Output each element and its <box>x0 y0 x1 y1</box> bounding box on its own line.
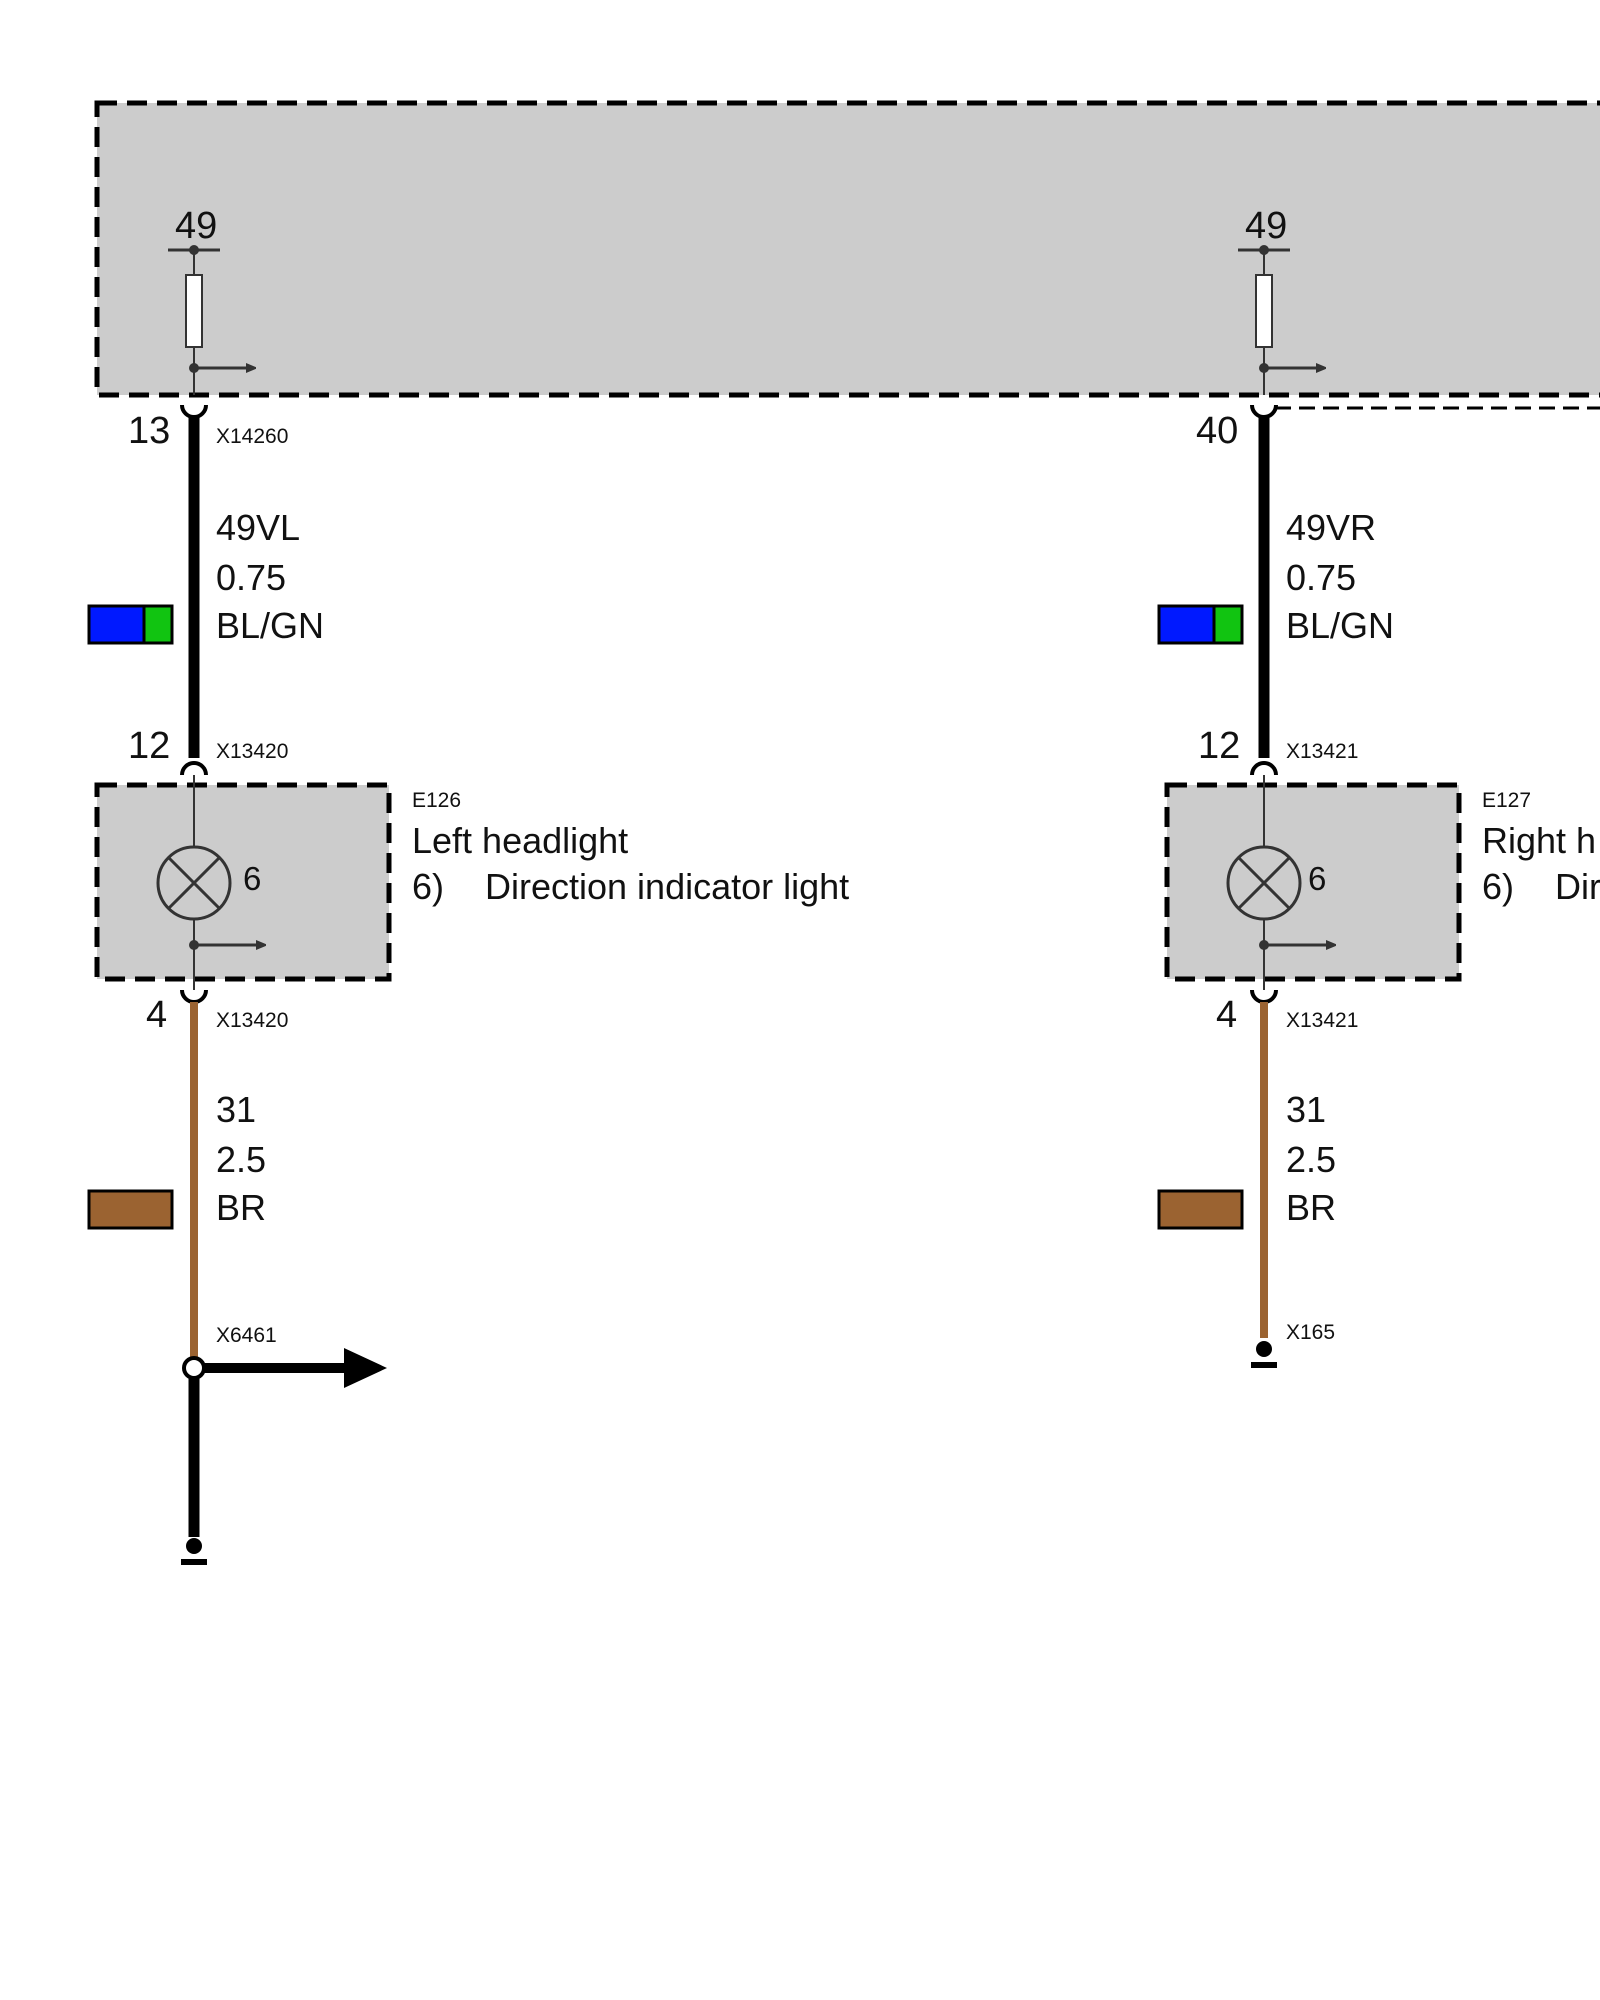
right-wire2-swatch <box>1157 1189 1244 1230</box>
left-lamp-number: 6 <box>243 860 261 897</box>
left-branch: 13 X14260 49VL 0.75 BL/GN 12 X13420 6 E1… <box>87 404 849 1565</box>
right-ground-symbol <box>1251 1341 1277 1368</box>
right-lamp-number: 6 <box>1308 860 1326 897</box>
left-wire2-color-code: BR <box>216 1187 266 1228</box>
left-ground-symbol <box>181 1538 207 1565</box>
right-lamp-bottom-pin: 4 <box>1216 994 1237 1036</box>
left-component-name: Left headlight <box>412 820 628 861</box>
left-splice-arrow <box>344 1348 387 1388</box>
right-module-fuse: 49 <box>1238 205 1322 395</box>
left-function-number: 6) <box>412 866 444 907</box>
left-splice-node <box>182 1356 206 1380</box>
left-lamp-bottom-connector-symbol <box>180 989 208 1004</box>
right-lamp-top-connector-label: X13421 <box>1286 740 1358 763</box>
left-top-pin: 13 <box>128 410 170 452</box>
right-lamp-top-connector-symbol <box>1250 761 1278 776</box>
left-component-id: E126 <box>412 789 461 812</box>
left-module-pin-49: 49 <box>175 205 217 247</box>
left-lamp-bottom-connector-label: X13420 <box>216 1009 288 1032</box>
right-lamp-bottom-connector-symbol <box>1250 989 1278 1004</box>
right-wire2-signal: 31 <box>1286 1089 1326 1130</box>
left-headlight-box <box>94 782 392 982</box>
left-function-name: Direction indicator light <box>485 866 849 907</box>
left-wire1-color-code: BL/GN <box>216 605 324 646</box>
right-headlight-box <box>1164 782 1462 982</box>
left-lamp-top-connector-symbol <box>180 761 208 776</box>
right-function-number: 6) <box>1482 866 1514 907</box>
right-wire2-gauge: 2.5 <box>1286 1139 1336 1180</box>
right-lamp-bottom-connector-label: X13421 <box>1286 1009 1358 1032</box>
right-branch: 40 49VR 0.75 BL/GN 12 X13421 6 E127 Righ… <box>1157 404 1600 1368</box>
right-function-name: Dir <box>1555 866 1600 907</box>
right-wire1-signal: 49VR <box>1286 507 1376 548</box>
left-top-connector-label: X14260 <box>216 425 288 448</box>
left-lamp-top-connector-label: X13420 <box>216 740 288 763</box>
right-wire1-swatch <box>1157 604 1244 645</box>
right-ground-label: X165 <box>1286 1321 1335 1344</box>
left-wire1-signal: 49VL <box>216 507 300 548</box>
right-wire1-gauge: 0.75 <box>1286 557 1356 598</box>
right-component-name: Right h <box>1482 820 1596 861</box>
left-wire2-signal: 31 <box>216 1089 256 1130</box>
left-wire1-swatch <box>87 604 174 645</box>
left-wire2-swatch <box>87 1189 174 1230</box>
right-lamp-top-pin: 12 <box>1198 725 1240 767</box>
left-wire1-gauge: 0.75 <box>216 557 286 598</box>
right-component-id: E127 <box>1482 789 1531 812</box>
left-lamp-bottom-pin: 4 <box>146 994 167 1036</box>
control-module-box <box>94 100 1600 398</box>
left-splice-label: X6461 <box>216 1324 277 1347</box>
right-module-pin-49: 49 <box>1245 205 1287 247</box>
left-lamp-top-pin: 12 <box>128 725 170 767</box>
right-wire2-color-code: BR <box>1286 1187 1336 1228</box>
left-module-fuse: 49 <box>168 205 252 395</box>
right-wire1-color-code: BL/GN <box>1286 605 1394 646</box>
right-top-pin: 40 <box>1196 410 1238 452</box>
left-wire2-gauge: 2.5 <box>216 1139 266 1180</box>
